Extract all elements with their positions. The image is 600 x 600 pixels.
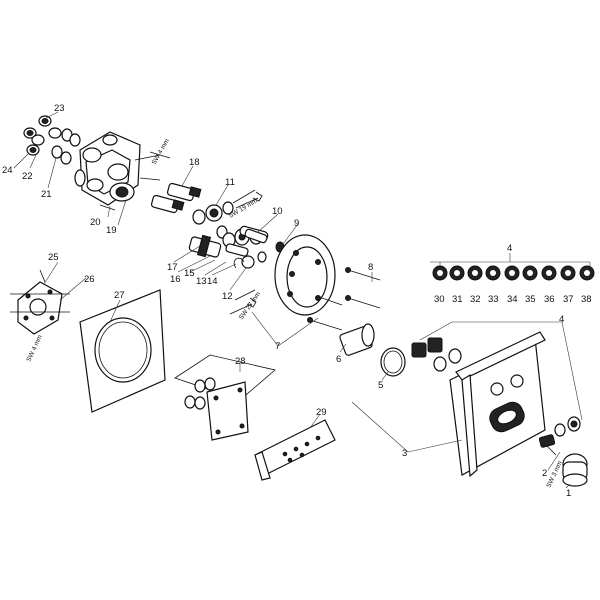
label-8: 8 [368,262,373,273]
square-plate-3 [449,331,546,478]
ring-5 [380,347,406,377]
cartridge-18 [150,182,202,214]
tool-note-sw4-left: SW 4 mm [25,334,43,363]
label-29: 29 [316,407,327,418]
label-7: 7 [275,341,280,352]
label-31: 31 [452,294,463,305]
rail-29 [254,419,336,481]
cap-row [432,265,595,281]
label-4-right: 4 [559,314,564,325]
label-5: 5 [378,380,383,391]
label-10: 10 [272,206,283,217]
cylinder-6 [339,323,375,356]
label-22: 22 [22,171,33,182]
tool-note-sw3: SW 3 mm [545,460,563,489]
label-28: 28 [235,356,246,367]
label-32: 32 [470,294,481,305]
label-20: 20 [90,217,101,228]
tool-note-sw27: SW 27 mm [238,291,262,321]
label-9: 9 [294,218,299,229]
label-38: 38 [581,294,592,305]
bracket-25-26 [10,269,70,335]
label-18: 18 [189,157,200,168]
label-30: 30 [434,294,445,305]
label-21: 21 [41,189,52,200]
screws-body [99,151,171,211]
label-6: 6 [336,354,341,365]
plate-28 [174,354,276,441]
tool-note-sw4-top: SW 4 mm [151,138,171,166]
label-15: 15 [184,268,195,279]
label-3: 3 [402,448,407,459]
label-35: 35 [525,294,536,305]
valve-body [74,131,141,206]
label-13-14: 13 [196,276,207,287]
label-24: 24 [2,165,13,176]
label-12: 12 [222,291,233,302]
label-26: 26 [84,274,95,285]
label-27: 27 [114,290,125,301]
label-36: 36 [544,294,555,305]
label-37: 37 [563,294,574,305]
knobs-4-center [411,337,462,372]
wrench-icons [229,191,263,315]
label-1: 1 [566,488,571,499]
round-plate-7 [274,234,336,316]
label-11: 11 [225,177,235,188]
leader-lines [13,111,591,489]
label-4-top: 4 [507,243,512,254]
label-23: 23 [54,103,65,114]
screws-8 [307,267,381,331]
label-19: 19 [106,225,117,236]
label-34: 34 [507,294,518,305]
square-plate-27 [79,289,166,413]
part-labels: 23 24 22 21 20 19 18 11 10 9 17 16 15 13… [2,103,592,499]
label-14: 14 [207,276,218,287]
knob-1-2 [538,416,588,487]
label-25: 25 [48,252,59,263]
label-17: 17 [167,262,178,273]
seal-set-top-left [23,115,81,165]
label-33: 33 [488,294,499,305]
label-2: 2 [542,468,547,479]
label-16: 16 [170,274,181,285]
